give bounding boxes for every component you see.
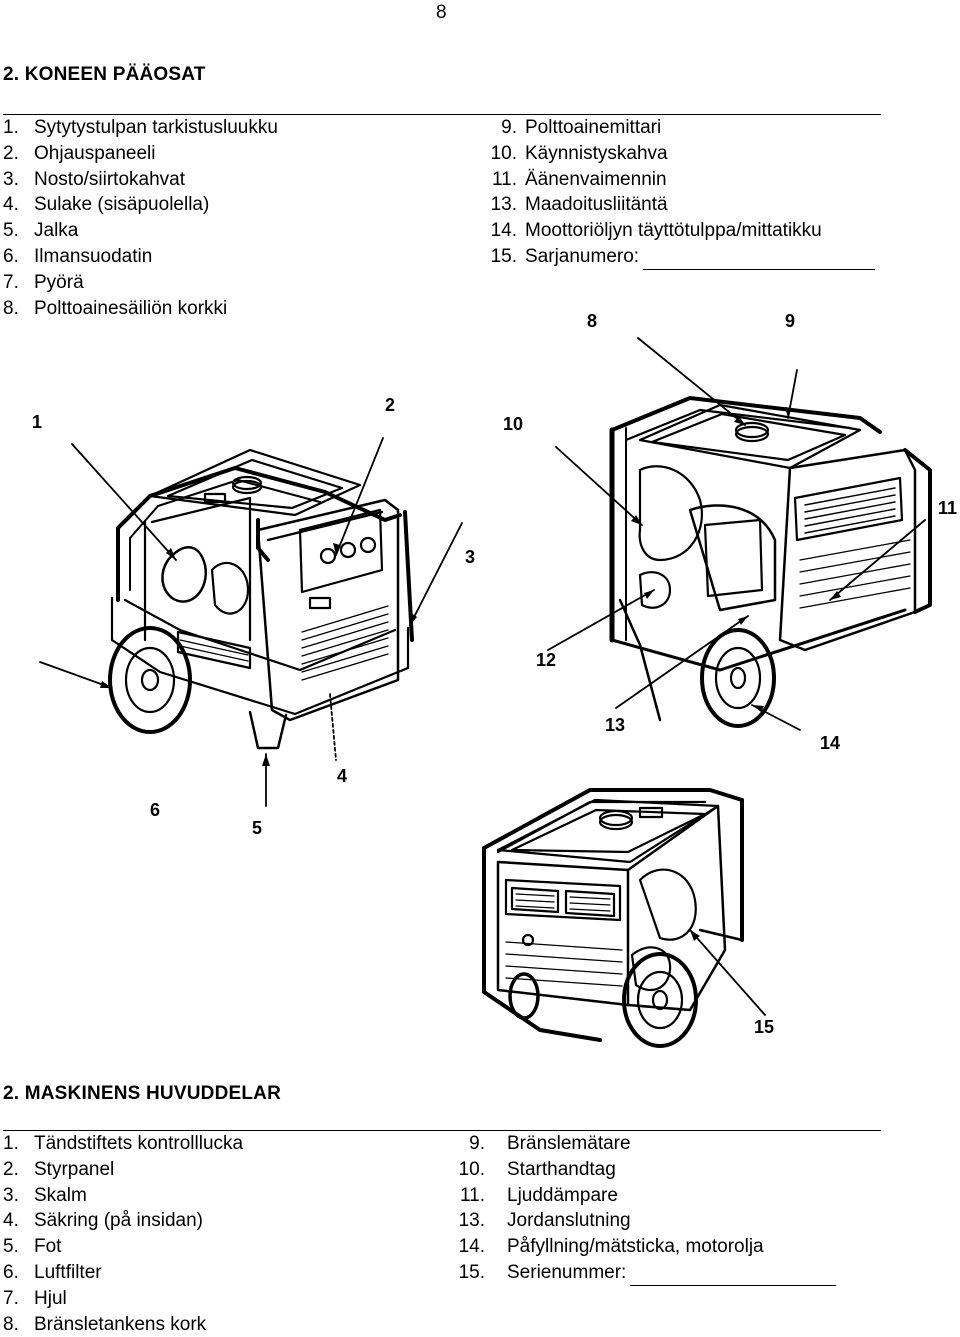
generator-rear-view xyxy=(609,396,932,728)
list-item: 4.Sulake (sisäpuolella) xyxy=(3,194,210,216)
list-item: 11.Ljuddämpare xyxy=(459,1184,618,1206)
callout-1: 1 xyxy=(32,412,43,432)
callout-6: 6 xyxy=(150,800,161,820)
list-item: 9.Polttoainemittari xyxy=(501,117,662,138)
list-item: 9.Bränslemätare xyxy=(469,1133,631,1154)
serial-number-blank xyxy=(643,251,876,270)
list-item: 10.Käynnistyskahva xyxy=(490,142,668,164)
serial-number-blank xyxy=(630,1267,837,1286)
swedish-parts-list-left: 1.Tändstiftets kontrolllucka 2.Styrpanel… xyxy=(3,1131,243,1337)
section-divider-finnish xyxy=(3,114,881,115)
list-item: 14.Påfyllning/mätsticka, motorolja xyxy=(458,1236,764,1258)
list-item: 15.Sarjanumero: xyxy=(480,244,876,270)
list-item: 14.Moottoriöljyn täyttötulppa/mittatikku xyxy=(490,220,822,242)
callout-8: 8 xyxy=(587,311,598,331)
list-item: 13.Maadoitusliitäntä xyxy=(490,194,668,216)
list-item: 8.Polttoainesäiliön korkki xyxy=(3,297,228,319)
generator-side-view xyxy=(482,788,744,1048)
list-item: 13.Jordanslutning xyxy=(458,1210,631,1232)
list-item: 4.Säkring (på insidan) xyxy=(3,1210,203,1232)
list-item: 7.Pyörä xyxy=(3,271,84,293)
callout-10: 10 xyxy=(503,414,524,434)
swedish-parts-list-right: 9.Bränslemätare 10.Starthandtag 11.Ljudd… xyxy=(448,1131,837,1286)
generator-front-view xyxy=(108,448,414,750)
finnish-parts-list-left: 1.Sytytystulpan tarkistusluukku 2.Ohjaus… xyxy=(3,115,278,321)
page-number: 8 xyxy=(436,2,447,23)
callout-12: 12 xyxy=(536,650,557,670)
finnish-parts-list-right: 9.Polttoainemittari 10.Käynnistyskahva 1… xyxy=(480,115,876,270)
callout-9: 9 xyxy=(785,311,796,331)
callout-3: 3 xyxy=(465,547,476,567)
callout-14: 14 xyxy=(820,733,841,753)
list-item: 3.Nosto/siirtokahvat xyxy=(3,168,186,190)
list-item: 6.Ilmansuodatin xyxy=(3,245,153,267)
list-item: 6.Luftfilter xyxy=(3,1261,102,1283)
section-divider-swedish xyxy=(3,1130,881,1131)
list-item: 2.Ohjauspaneeli xyxy=(3,142,156,164)
list-item: 5.Fot xyxy=(3,1236,62,1258)
callout-5: 5 xyxy=(252,818,263,838)
list-item: 5.Jalka xyxy=(3,220,79,242)
callout-arrowheads xyxy=(100,407,841,941)
list-item: 1.Sytytystulpan tarkistusluukku xyxy=(3,117,278,138)
section-title-swedish: 2. MASKINENS HUVUDDELAR xyxy=(3,1083,282,1104)
list-item: 11.Äänenvaimennin xyxy=(491,168,667,190)
section-title-finnish: 2. KONEEN PÄÄOSAT xyxy=(3,64,206,85)
list-item: 10.Starthandtag xyxy=(458,1158,616,1180)
list-item: 3.Skalm xyxy=(3,1184,87,1206)
list-item: 15.Serienummer: xyxy=(448,1260,837,1286)
list-item: 7.Hjul xyxy=(3,1287,67,1309)
list-item: 8.Bränsletankens kork xyxy=(3,1313,207,1335)
callout-4: 4 xyxy=(337,766,348,786)
callout-15: 15 xyxy=(754,1017,775,1037)
list-item: 1.Tändstiftets kontrolllucka xyxy=(3,1133,244,1154)
callout-11: 11 xyxy=(938,498,958,518)
callout-leader-lines xyxy=(39,337,926,1016)
callout-13: 13 xyxy=(605,715,626,735)
list-item: 2.Styrpanel xyxy=(3,1158,115,1180)
callout-2: 2 xyxy=(385,395,396,415)
